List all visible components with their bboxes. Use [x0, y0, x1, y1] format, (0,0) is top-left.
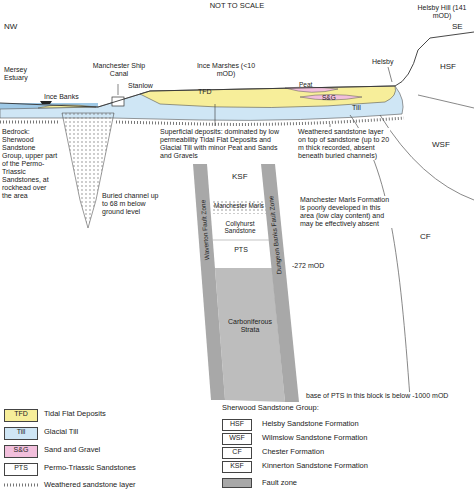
section-label: HSF [222, 420, 252, 428]
weathered-layer [0, 118, 404, 124]
legend-text: Kinnerton Sandstone Formation [262, 462, 368, 471]
section-label: Ince Banks [44, 93, 79, 101]
section-label: SE [452, 22, 463, 31]
section-label: Stanlow [128, 82, 153, 90]
bed-line [213, 240, 269, 241]
formation-boundary [418, 95, 474, 108]
legend-line-sample [4, 484, 38, 487]
section-label: NOT TO SCALE [210, 2, 265, 11]
legend-swatch [222, 478, 252, 488]
section-label: Bedrock: Sherwood Sandstone Group, upper… [2, 128, 58, 200]
section-label: PTS [4, 464, 38, 472]
section-label: CF [420, 232, 431, 241]
section-label: Helsby Hill (141 mOD) [414, 4, 470, 20]
leader-line [118, 84, 119, 95]
till-layer [0, 86, 403, 120]
section-label: TFD [198, 88, 212, 96]
fault-zone [193, 164, 225, 400]
section-label: WSF [432, 140, 450, 149]
manchester-marls-band [211, 200, 268, 214]
section-label: Dungeon Banks Fault Zone [267, 195, 283, 274]
section-label: TFD [4, 410, 38, 418]
section-label: Carboniferous Strata [222, 318, 278, 334]
section-label: HSF [440, 62, 456, 71]
section-label: CF [222, 448, 252, 456]
legend-text: Fault zone [262, 479, 297, 488]
fault-zone [261, 164, 299, 402]
section-label: -272 mOD [292, 262, 324, 270]
section-label: Weathered sandstone layer on top of sand… [298, 128, 390, 160]
section-label: Manchester Marls [211, 202, 267, 209]
leader-line [388, 67, 392, 82]
legend-text: Tidal Flat Deposits [44, 410, 106, 419]
section-label: Manchester Ship Canal [88, 62, 150, 78]
section-label: base of PTS in this block is below -1000… [306, 392, 472, 400]
section-label: Manchester Marls Formation is poorly dev… [300, 196, 396, 228]
leader-line [215, 104, 216, 126]
legend-text: Weathered sandstone layer [44, 481, 136, 490]
section-label: Mersey Estuary [4, 66, 44, 82]
section-label: PTS [213, 246, 269, 254]
section-label: Superficial deposits: dominated by low p… [160, 128, 290, 160]
ship-canal [112, 97, 124, 106]
legend-text: Permo-Triassic Sandstones [44, 464, 136, 473]
section-label: Collyhurst Sandstone [213, 220, 267, 235]
section-label: KSF [222, 462, 252, 470]
section-label: Waverton Fault Zone [200, 200, 212, 261]
section-label: S&G [4, 446, 38, 454]
boat [40, 101, 52, 104]
section-label: S&G [322, 94, 336, 101]
legend-text: Chester Formation [262, 448, 324, 457]
legend-text: Sand and Gravel [44, 446, 100, 455]
formation-boundary [380, 115, 474, 200]
legend-text: Wilmslow Sandstone Formation [262, 434, 367, 443]
legend-text: Helsby Sandstone Formation [262, 420, 359, 429]
legend-text: Glacial Till [44, 428, 78, 437]
section-label: Peat [299, 81, 312, 88]
section-label: Till [352, 104, 361, 112]
ground-surface [0, 32, 474, 107]
section-label: NW [4, 22, 17, 31]
leader-line [330, 124, 331, 127]
section-label: Till [4, 428, 38, 436]
section-label: Helsby [372, 58, 393, 66]
section-label: Buried channel up to 68 m below ground l… [102, 192, 162, 216]
section-label: Sherwood Sandstone Group: [222, 404, 319, 413]
section-label: Ince Marshes (<10 mOD) [196, 62, 256, 78]
section-label: KSF [232, 172, 248, 181]
section-label: WSF [222, 434, 252, 442]
